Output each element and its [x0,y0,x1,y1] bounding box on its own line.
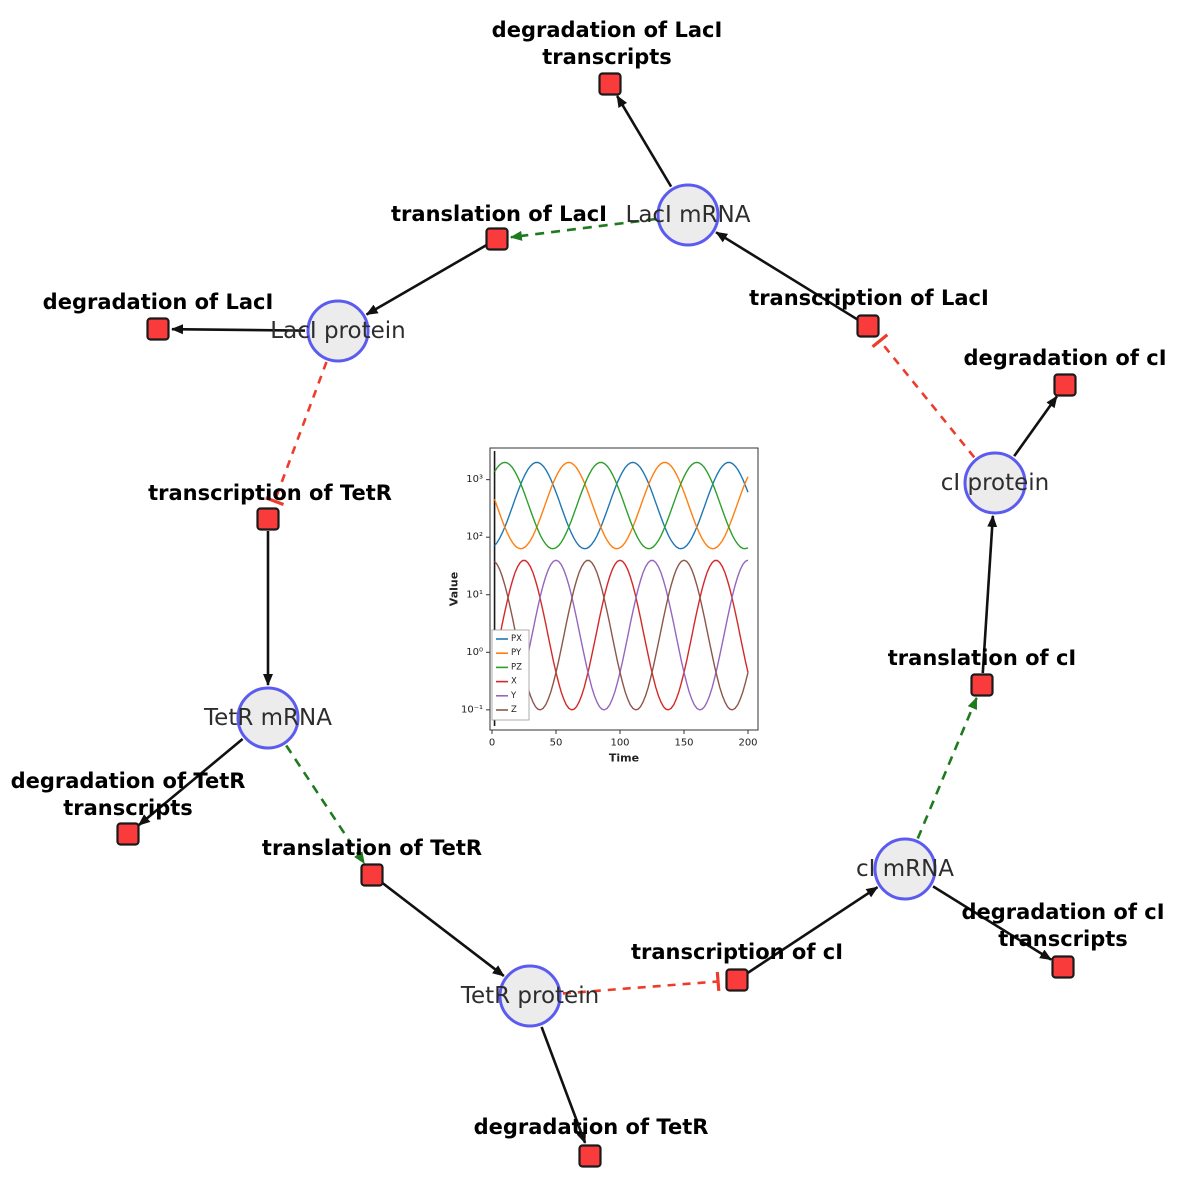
edge-consume-laci-protein-degradation-laci [170,324,306,335]
edge-produce-translation-tetr-tetr-protein [380,881,505,977]
edge-inhibit-ci-protein-transcription-laci [878,339,976,459]
edge-modifier-ci-mrna-translation-ci [916,696,978,840]
species-node-ci-mrna [873,837,937,901]
edge-produce-transcription-laci-laci-mrna [715,231,859,321]
inhibit-tbar-transcription-laci [871,333,889,348]
reaction-label-degradation-tetr: degradation of TetR [474,1115,709,1139]
species-label-tetr-mrna: TetR mRNA [203,705,332,731]
edge-consume-tetr-mrna-deg-tetr-transcripts [137,738,244,827]
species-label-ci-mrna: cI mRNA [856,856,954,882]
species-label-ci-protein: cI protein [941,470,1050,496]
reaction-node-translation-ci [970,673,994,697]
y-tick-label: 10¹ [466,589,483,600]
reaction-node-degradation-ci [1053,373,1077,397]
edge-modifier-tetr-mrna-translation-tetr [285,744,366,865]
chart-legend [491,629,530,721]
species-node-ci-protein [963,451,1027,515]
reaction-label-degradation-ci: degradation of cI [963,346,1166,370]
species-node-tetr-mrna [236,686,300,750]
legend-label-Z: Z [511,705,517,715]
x-tick-label: 150 [674,738,693,749]
reaction-node-degradation-tetr [578,1144,602,1168]
reaction-label-degradation-laci: degradation of LacI [43,290,274,314]
reaction-label-translation-ci: translation of cI [888,646,1076,670]
nodes-layer [116,72,1077,1168]
reaction-label-deg-ci-transcripts: degradation of cI [961,900,1164,924]
x-tick-label: 200 [738,738,757,749]
y-tick-label: 10⁻¹ [461,704,483,715]
species-label-laci-protein: LacI protein [270,318,405,344]
edge-modifier-laci-mrna-translation-laci [509,217,656,241]
inhibit-tbar-transcription-tetr [265,496,285,507]
y-tick-label: 10² [466,532,483,543]
edge-inhibit-laci-protein-transcription-tetr [273,361,328,502]
edges-layer [137,95,1058,1144]
reaction-label-transcription-tetr: transcription of TetR [148,481,392,505]
legend-label-PX: PX [511,634,522,644]
reaction-label-deg-ci-transcripts: transcripts [998,927,1128,951]
edge-produce-translation-ci-ci-protein [981,514,998,674]
series-line-Z [494,559,749,711]
species-label-tetr-protein: TetR protein [460,983,599,1009]
legend-label-PZ: PZ [511,662,522,672]
reaction-node-translation-tetr [360,863,384,887]
x-tick-label: 0 [489,738,495,749]
x-axis-label: Time [609,752,639,765]
y-axis-label: Value [448,572,461,606]
inhibit-tbar-transcription-ci [715,971,721,992]
edge-inhibit-tetr-protein-transcription-ci [562,980,719,995]
reaction-node-deg-ci-transcripts [1051,955,1075,979]
series-line-X [493,559,749,711]
reaction-node-translation-laci [485,227,509,251]
reaction-label-transcription-ci: transcription of cI [631,940,843,964]
x-tick-label: 50 [550,738,563,749]
legend-label-PY: PY [511,648,522,658]
legend-label-Y: Y [510,691,517,701]
series-line-Y [493,559,749,711]
edge-produce-transcription-ci-ci-mrna [746,886,879,975]
species-node-tetr-protein [498,964,562,1028]
species-node-laci-protein [306,299,370,363]
edge-consume-tetr-protein-degradation-tetr [540,1026,587,1144]
edge-produce-translation-laci-laci-protein [365,243,488,316]
legend-label-X: X [511,677,517,687]
reaction-label-translation-laci: translation of LacI [391,202,607,226]
reaction-label-deg-tetr-transcripts: transcripts [63,796,193,820]
reaction-label-transcription-laci: transcription of LacI [749,286,989,310]
reaction-label-translation-tetr: translation of TetR [262,836,482,860]
y-tick-label: 10³ [466,474,483,485]
edge-consume-ci-protein-degradation-ci [1013,395,1058,457]
y-tick-label: 10⁰ [466,647,483,658]
species-label-laci-mrna: LacI mRNA [626,202,751,228]
species-node-laci-mrna [656,183,720,247]
x-tick-label: 100 [610,738,629,749]
series-line-PX [494,461,749,550]
reaction-label-deg-tetr-transcripts: degradation of TetR [11,769,246,793]
reaction-node-transcription-ci [725,968,749,992]
series-line-PZ [494,461,749,550]
reaction-label-deg-laci-transcripts: transcripts [542,45,672,69]
reaction-label-deg-laci-transcripts: degradation of LacI [492,18,723,42]
reaction-node-transcription-tetr [256,507,280,531]
reaction-node-deg-tetr-transcripts [116,822,140,846]
edge-consume-laci-mrna-deg-laci-transcripts [616,95,673,188]
reaction-node-deg-laci-transcripts [598,72,622,96]
edge-consume-ci-mrna-deg-ci-transcripts [932,885,1052,961]
reaction-node-degradation-laci [146,317,170,341]
reaction-node-transcription-laci [856,314,880,338]
